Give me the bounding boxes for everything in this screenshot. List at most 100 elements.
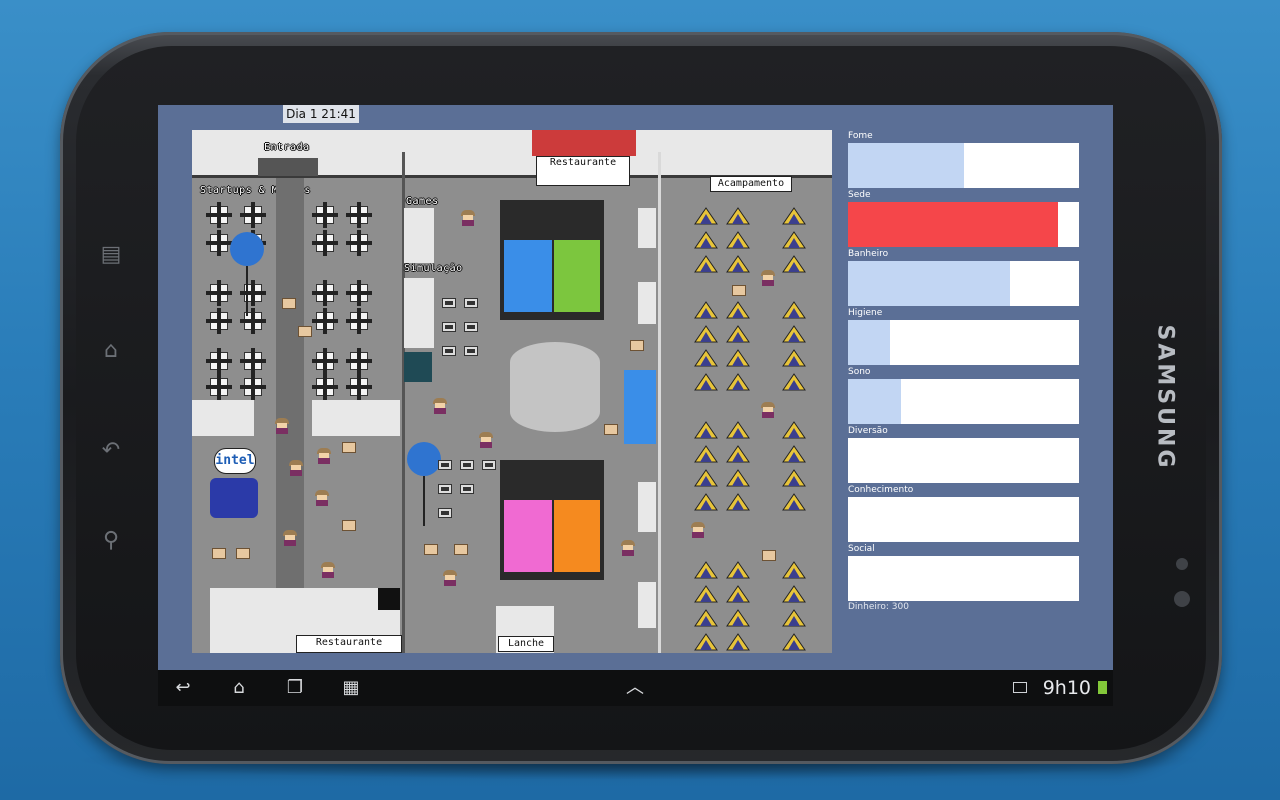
tent[interactable] (694, 492, 718, 512)
tent[interactable] (782, 444, 806, 464)
computer[interactable] (438, 484, 452, 494)
central-kiosk[interactable] (510, 342, 600, 432)
npc-character[interactable] (320, 562, 336, 578)
computer[interactable] (460, 484, 474, 494)
tent[interactable] (726, 560, 750, 580)
tent[interactable] (694, 300, 718, 320)
workstation[interactable] (346, 230, 372, 256)
tent[interactable] (782, 608, 806, 628)
npc-character[interactable] (282, 530, 298, 546)
vending-area[interactable] (624, 370, 656, 444)
tent[interactable] (694, 254, 718, 274)
npc-character[interactable] (314, 490, 330, 506)
tent[interactable] (726, 492, 750, 512)
tent[interactable] (726, 632, 750, 652)
tent[interactable] (726, 444, 750, 464)
npc-character[interactable] (442, 570, 458, 586)
tent[interactable] (782, 300, 806, 320)
tent[interactable] (726, 608, 750, 628)
workstation[interactable] (240, 374, 266, 400)
npc-character[interactable] (288, 460, 304, 476)
tent[interactable] (726, 254, 750, 274)
tent[interactable] (782, 468, 806, 488)
workstation[interactable] (312, 374, 338, 400)
tent[interactable] (726, 468, 750, 488)
tent[interactable] (782, 206, 806, 226)
vr-station[interactable] (404, 352, 432, 382)
npc-character[interactable] (274, 418, 290, 434)
computer[interactable] (464, 322, 478, 332)
tent[interactable] (694, 444, 718, 464)
workstation[interactable] (346, 280, 372, 306)
tent[interactable] (694, 584, 718, 604)
tent[interactable] (726, 348, 750, 368)
computer[interactable] (438, 460, 452, 470)
home-icon[interactable]: ⌂ (233, 677, 245, 698)
workstation[interactable] (312, 348, 338, 374)
tent[interactable] (726, 206, 750, 226)
tent[interactable] (694, 608, 718, 628)
tent[interactable] (694, 206, 718, 226)
tent[interactable] (782, 324, 806, 344)
tent[interactable] (782, 632, 806, 652)
npc-character[interactable] (690, 522, 706, 538)
workstation[interactable] (346, 374, 372, 400)
home-hw-icon[interactable]: ⌂ (104, 338, 118, 363)
tent[interactable] (726, 584, 750, 604)
menu-hw-icon[interactable]: ▤ (100, 242, 122, 267)
tent[interactable] (694, 468, 718, 488)
tent[interactable] (694, 372, 718, 392)
workstation[interactable] (312, 230, 338, 256)
player-location-marker[interactable] (407, 442, 441, 526)
computer[interactable] (460, 460, 474, 470)
workstation[interactable] (312, 280, 338, 306)
computer[interactable] (442, 346, 456, 356)
workstation[interactable] (312, 308, 338, 334)
tent[interactable] (782, 584, 806, 604)
games-booth[interactable] (404, 208, 434, 263)
workstation[interactable] (240, 308, 266, 334)
simulation-booth[interactable] (404, 278, 434, 348)
computer[interactable] (438, 508, 452, 518)
npc-character[interactable] (760, 270, 776, 286)
npc-character[interactable] (316, 448, 332, 464)
tent[interactable] (782, 254, 806, 274)
tent[interactable] (726, 420, 750, 440)
workstation[interactable] (206, 230, 232, 256)
tent[interactable] (694, 348, 718, 368)
tent[interactable] (726, 300, 750, 320)
npc-character[interactable] (760, 402, 776, 418)
tent[interactable] (782, 492, 806, 512)
search-hw-icon[interactable]: ⚲ (102, 528, 120, 553)
npc-character[interactable] (478, 432, 494, 448)
workstation[interactable] (206, 348, 232, 374)
tent[interactable] (782, 560, 806, 580)
intel-booth[interactable] (210, 478, 258, 518)
tent[interactable] (694, 560, 718, 580)
workstation[interactable] (312, 202, 338, 228)
recent-apps-icon[interactable]: ❐ (286, 677, 304, 698)
tent[interactable] (726, 324, 750, 344)
game-map[interactable]: Entrada Startups & Makers (192, 130, 832, 653)
npc-character[interactable] (432, 398, 448, 414)
player-location-marker[interactable] (230, 232, 264, 316)
workstation[interactable] (240, 280, 266, 306)
computer[interactable] (464, 298, 478, 308)
tent[interactable] (782, 230, 806, 250)
chevron-up-icon[interactable]: ︿ (626, 677, 644, 698)
tent[interactable] (694, 230, 718, 250)
npc-character[interactable] (460, 210, 476, 226)
workstation[interactable] (206, 374, 232, 400)
apps-grid-icon[interactable]: ▦ (342, 677, 360, 698)
back-icon[interactable]: ↩ (175, 677, 191, 698)
computer[interactable] (482, 460, 496, 470)
workstation[interactable] (206, 280, 232, 306)
workstation[interactable] (346, 348, 372, 374)
tent[interactable] (782, 372, 806, 392)
workstation[interactable] (206, 202, 232, 228)
npc-character[interactable] (620, 540, 636, 556)
tent[interactable] (694, 420, 718, 440)
tent[interactable] (726, 372, 750, 392)
tent[interactable] (694, 632, 718, 652)
workstation[interactable] (240, 202, 266, 228)
